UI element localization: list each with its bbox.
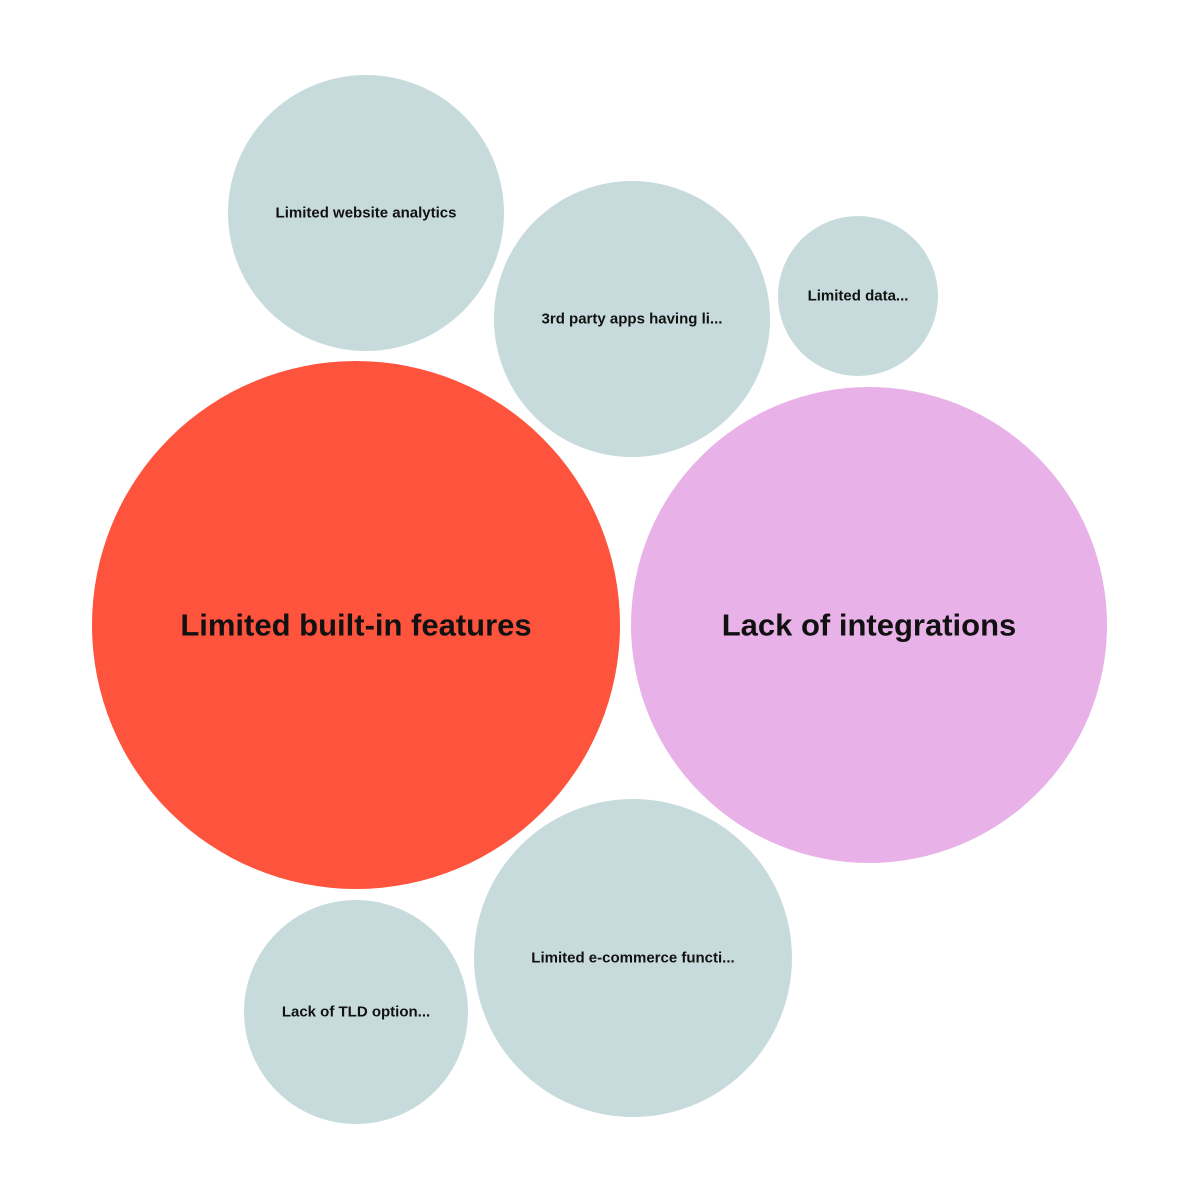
bubble[interactable]: Limited data... [778, 216, 938, 376]
bubble-circle[interactable] [631, 387, 1107, 863]
bubble[interactable]: Lack of integrations [631, 387, 1107, 863]
bubble-label: 3rd party apps having li... [542, 311, 723, 328]
bubble-circle[interactable] [494, 181, 770, 457]
bubble-circle[interactable] [244, 900, 468, 1124]
bubble-circle[interactable] [92, 361, 620, 889]
bubble-label: Limited website analytics [276, 205, 457, 222]
bubble-label: Limited e-commerce functi... [531, 950, 734, 967]
bubble-circle[interactable] [778, 216, 938, 376]
bubble-label: Limited built-in features [180, 608, 531, 643]
bubble-circle[interactable] [228, 75, 504, 351]
bubble[interactable]: Limited website analytics [228, 75, 504, 351]
bubble-label: Limited data... [808, 288, 909, 305]
bubble[interactable]: 3rd party apps having li... [494, 181, 770, 457]
bubble[interactable]: Lack of TLD option... [244, 900, 468, 1124]
bubble-label: Lack of TLD option... [282, 1004, 430, 1021]
bubble-label: Lack of integrations [722, 608, 1017, 643]
bubble[interactable]: Limited e-commerce functi... [474, 799, 792, 1117]
bubble[interactable]: Limited built-in features [92, 361, 620, 889]
bubble-circle[interactable] [474, 799, 792, 1117]
